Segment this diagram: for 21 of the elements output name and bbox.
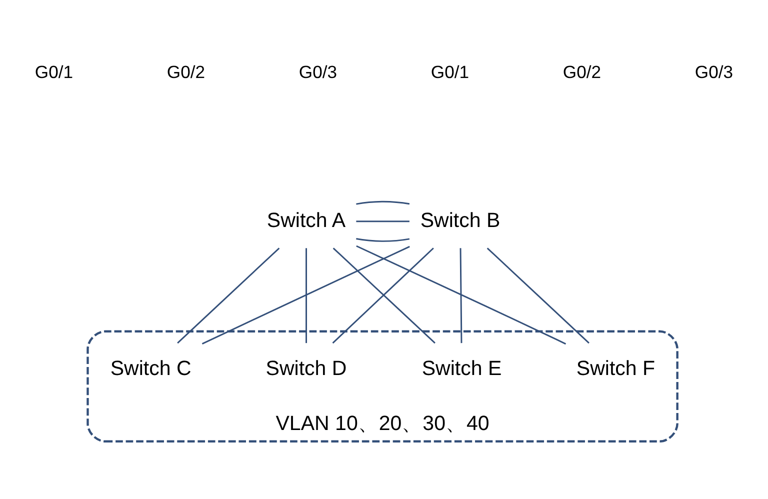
label: G0/1 [34, 61, 74, 82]
connector [460, 248, 462, 343]
label: G0/1 [430, 61, 470, 82]
connector [356, 244, 566, 344]
connector [306, 248, 307, 343]
node-text: Switch C [110, 356, 192, 380]
label: G0/3 [694, 61, 734, 82]
node-text: Switch F [576, 356, 656, 380]
connector [486, 247, 590, 344]
connector [177, 247, 280, 344]
node-text: Switch A [266, 208, 346, 232]
label: G0/2 [166, 61, 206, 82]
connector [202, 245, 410, 344]
label: G0/3 [298, 61, 338, 82]
connector [356, 200, 410, 204]
label: G0/2 [562, 61, 602, 82]
connector [356, 238, 410, 242]
node-text: Switch D [266, 356, 347, 380]
connector [356, 220, 410, 222]
node-text: Switch B [420, 208, 500, 232]
node-text: Switch E [422, 356, 502, 380]
